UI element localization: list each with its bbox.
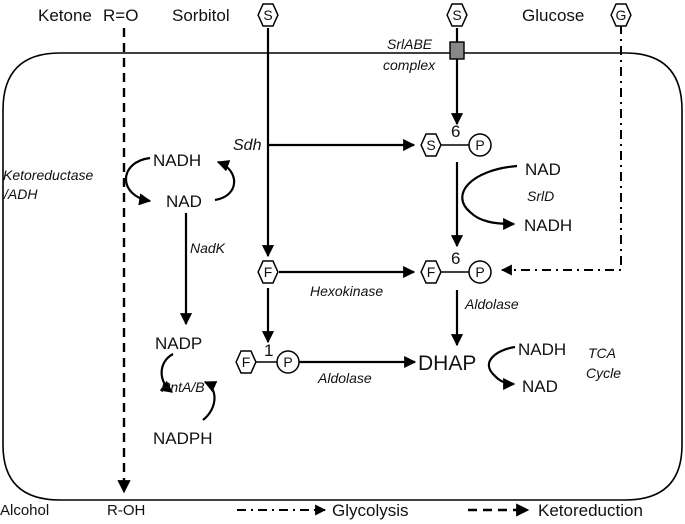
srlabe-label: SrlABE	[387, 36, 433, 52]
sorbitol-hexagon-letter: S	[263, 7, 272, 23]
f6p-phosphate: P	[468, 260, 492, 284]
s6p-sorbitol-hexagon: S	[420, 133, 442, 157]
hexokinase-label: Hexokinase	[310, 283, 383, 299]
nadh-tca-label: NADH	[518, 340, 566, 359]
pnta-cycle-left	[159, 353, 174, 393]
ketone-formula: R=O	[103, 6, 138, 25]
ketoreductase-label: Ketoreductase	[3, 167, 93, 183]
sorbitol-hexagon: S	[257, 3, 279, 27]
nadph-label: NADPH	[153, 429, 213, 448]
fructose-hexagon-letter: F	[264, 264, 273, 280]
ketone-label: Ketone	[38, 6, 92, 25]
srld-label: SrlD	[527, 188, 554, 204]
sorbitol-srlabe-hexagon-letter: S	[452, 7, 461, 23]
tca-cofactor-curve	[487, 345, 516, 391]
aldolase-lower-label: Aldolase	[317, 370, 372, 386]
srlabe-transporter	[449, 41, 465, 60]
nadk-label: NadK	[190, 240, 226, 256]
alcohol-label: Alcohol	[0, 502, 49, 519]
ketoreductase-cycle-left	[124, 156, 152, 206]
sorbitol-srlabe-hexagon: S	[446, 3, 468, 27]
glucose-hexagon-letter: G	[616, 7, 627, 23]
nad-tca-label: NAD	[522, 377, 558, 396]
alcohol-formula: R-OH	[107, 502, 145, 519]
f6p-number: 6	[451, 249, 460, 268]
dhap-label: DHAP	[418, 352, 476, 375]
glucose-hexagon: G	[610, 3, 632, 27]
ketoreductase-cycle-right	[214, 160, 236, 202]
fructose-hexagon: F	[257, 260, 279, 284]
glucose-label: Glucose	[522, 6, 584, 25]
s6p-number: 6	[451, 122, 460, 141]
s6p-phosphate-letter: P	[475, 137, 484, 153]
srlabe-complex-label: complex	[383, 57, 436, 73]
sorbitol-label: Sorbitol	[172, 6, 230, 25]
nadh-left-label: NADH	[153, 151, 201, 170]
f6p-fructose-hexagon-letter: F	[427, 264, 436, 280]
legend-glycolysis-label: Glycolysis	[332, 501, 409, 520]
f6p-fructose-hexagon: F	[420, 260, 442, 284]
f1p-phosphate: P	[276, 350, 300, 374]
cycle-label: Cycle	[586, 365, 621, 381]
srld-cofactor-curve	[461, 164, 518, 231]
s6p-sorbitol-hexagon-letter: S	[426, 137, 435, 153]
pnta-cycle-right	[202, 381, 218, 421]
f1p-number: 1	[264, 341, 273, 360]
f1p-phosphate-letter: P	[283, 354, 292, 370]
f6p-phosphate-letter: P	[475, 264, 484, 280]
s6p-phosphate: P	[468, 133, 492, 157]
aldolase-upper-label: Aldolase	[464, 296, 519, 312]
tca-label: TCA	[588, 345, 616, 361]
glucose-glycolysis-path	[500, 25, 622, 276]
nad-right-label: NAD	[525, 160, 561, 179]
nad-left-label: NAD	[166, 192, 202, 211]
legend-ketoreduction-label: Ketoreduction	[538, 501, 643, 520]
f1p-fructose-hexagon: F	[235, 350, 257, 374]
nadp-label: NADP	[155, 334, 202, 353]
sdh-label: Sdh	[233, 137, 262, 154]
nadh-right-label: NADH	[524, 216, 572, 235]
pnta-label: PntA/B	[161, 379, 205, 395]
adh-label: /ADH	[3, 186, 38, 202]
cell-membrane	[2, 52, 683, 501]
f1p-fructose-hexagon-letter: F	[242, 354, 251, 370]
